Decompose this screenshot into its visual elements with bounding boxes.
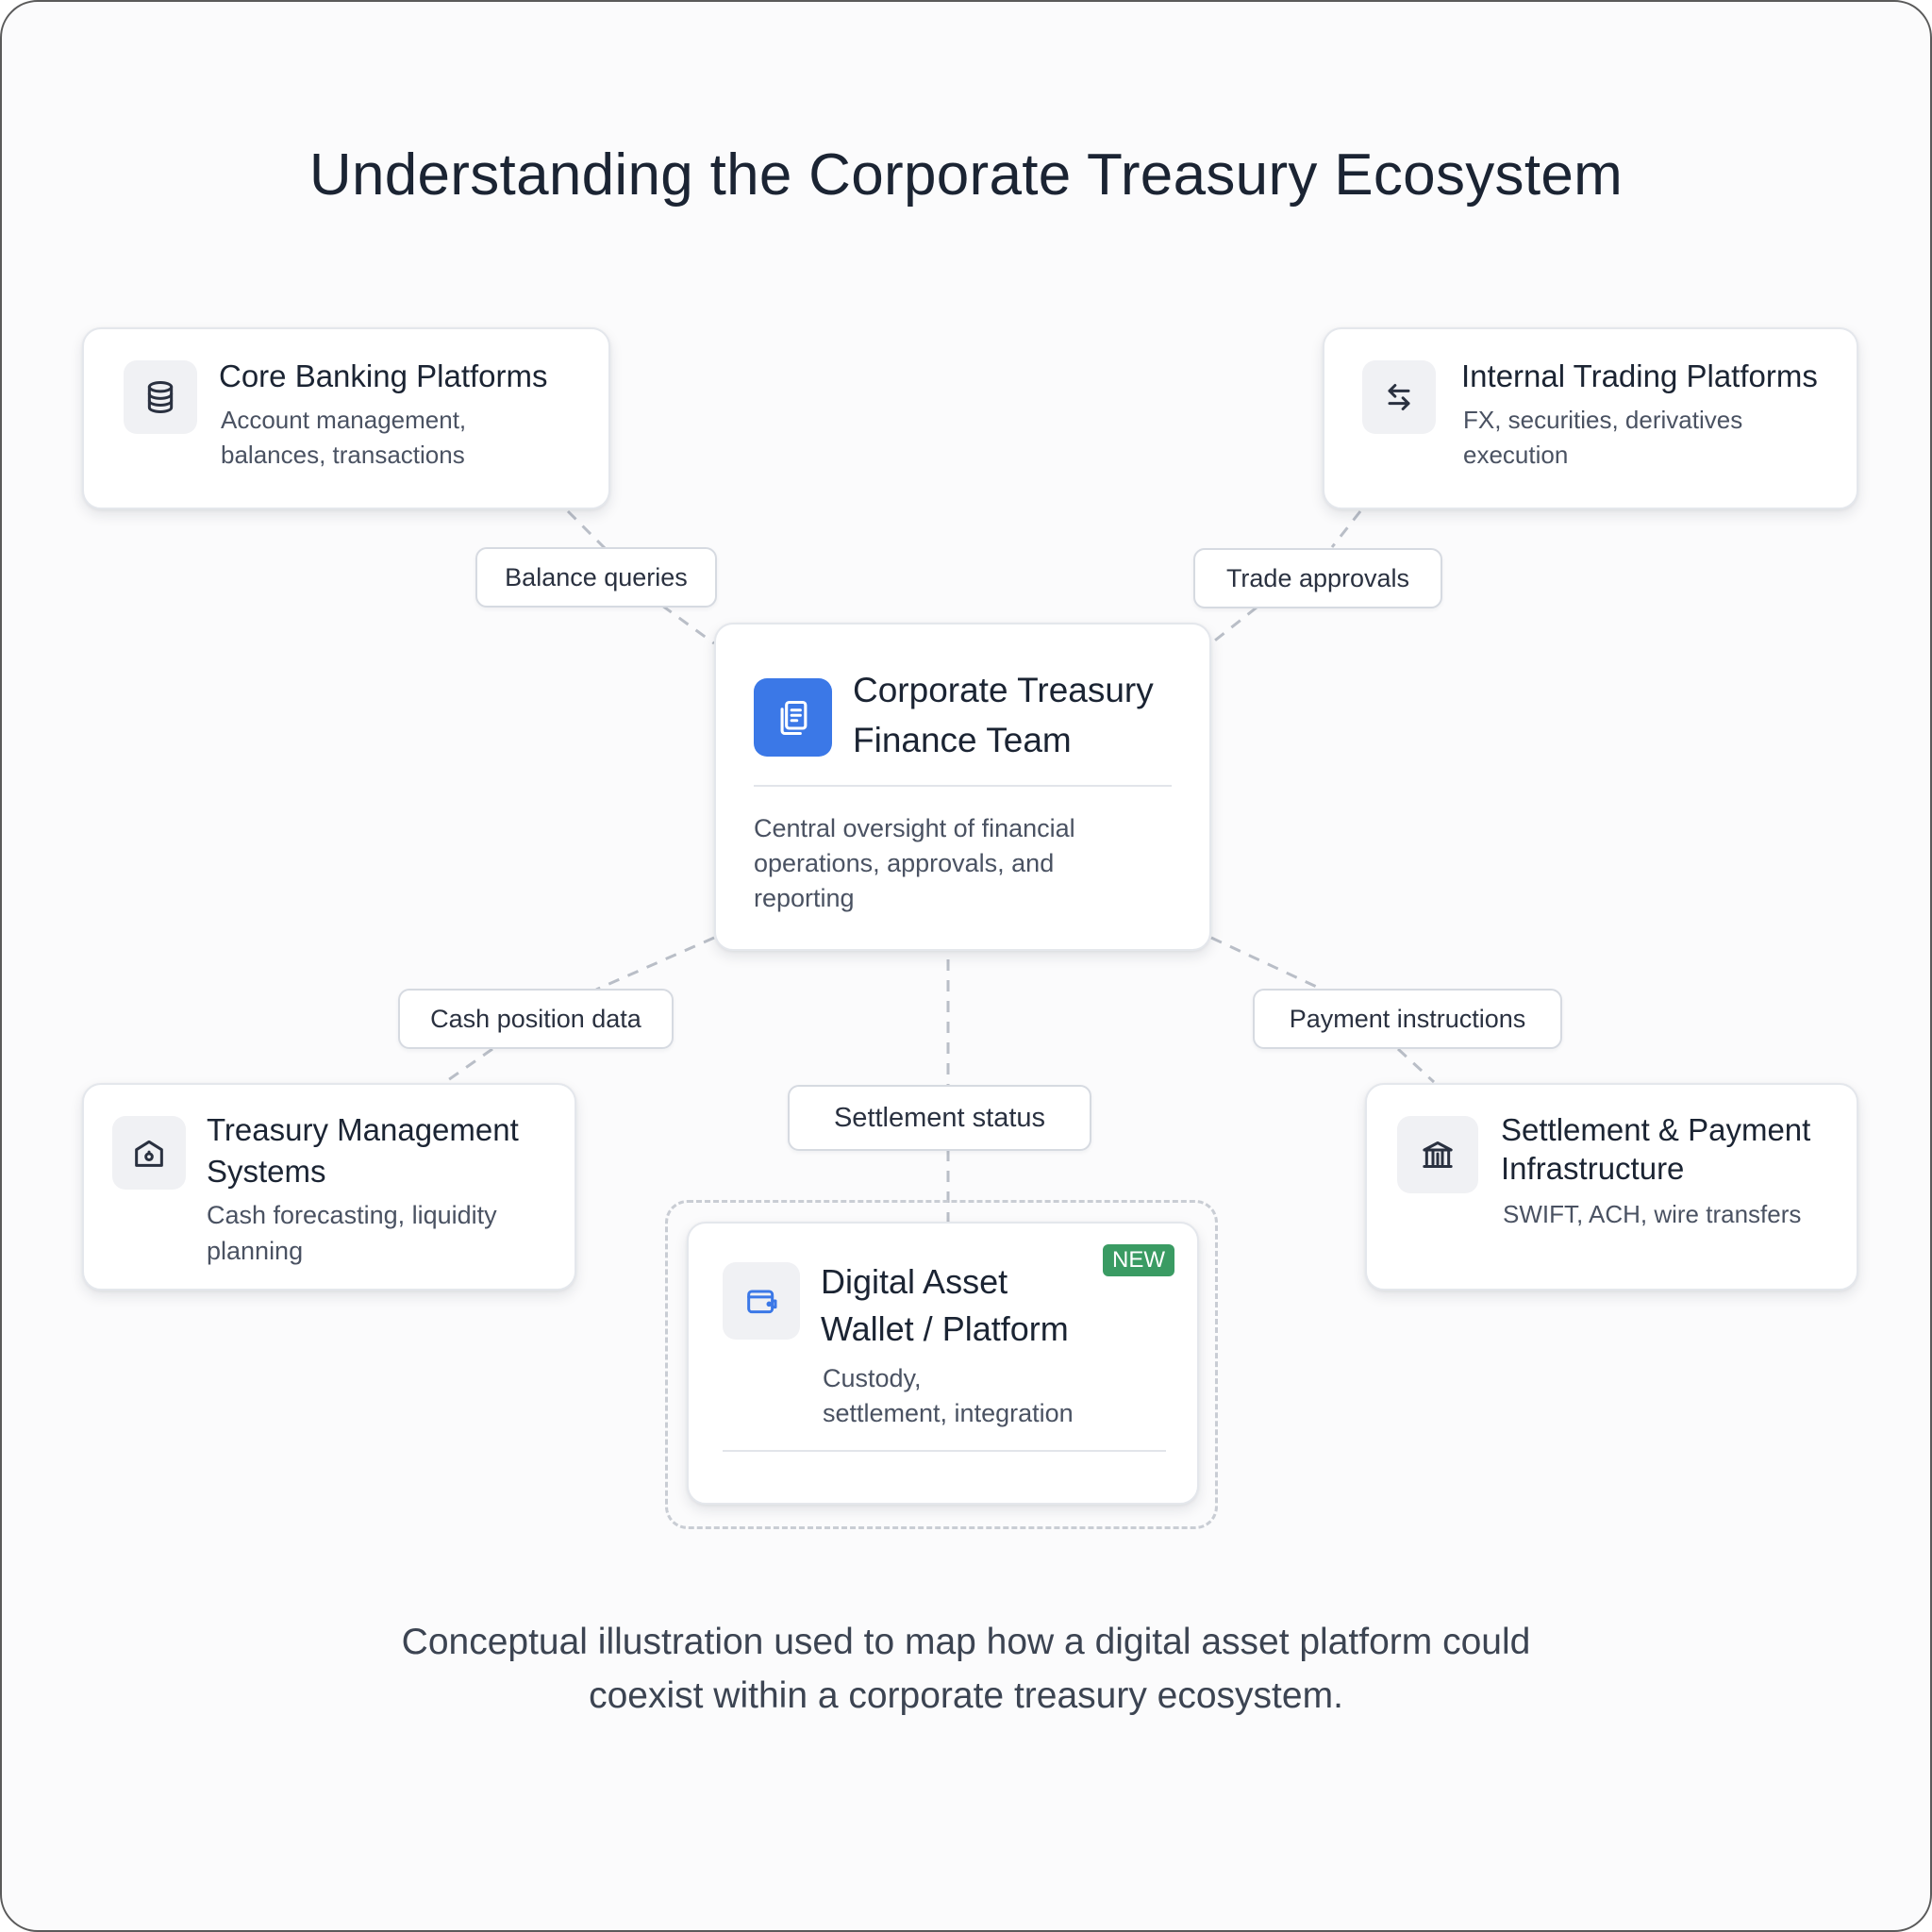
connector-core-banking-center [661,604,715,645]
internal-trading-desc-line1: FX, securities, derivatives [1463,406,1743,434]
digital-asset-highlight [665,1200,1218,1529]
core-banking-title: Core Banking Platforms [219,358,548,393]
tms-title-line2: Systems [207,1154,326,1189]
corporate-treasury-card[interactable]: Corporate Treasury Finance Team Central … [714,623,1211,951]
tms-desc-line1: Cash forecasting, liquidity [207,1201,497,1229]
center-desc-line3: reporting [754,884,855,912]
settlement-title-line2: Infrastructure [1501,1151,1685,1186]
internal-trading-desc-line2: execution [1463,441,1569,469]
digital-asset-title-line1: Digital Asset [821,1262,1008,1301]
center-title-line1: Corporate Treasury [853,671,1154,709]
payment-instructions-label: Payment instructions [1253,989,1562,1049]
core-banking-card[interactable]: Core Banking Platforms Account managemen… [82,327,610,509]
connector-cash-position-center [595,936,715,991]
connector-cash-position-tms [444,1047,493,1084]
bank-icon [1397,1116,1478,1193]
trade-approvals-label: Trade approvals [1193,548,1442,608]
digital-asset-desc-line2: settlement, integration [823,1399,1074,1427]
digital-asset-desc-line1: Custody, [823,1364,922,1392]
internal-trading-card[interactable]: Internal Trading Platforms FX, securitie… [1323,327,1858,509]
tms-title-line1: Treasury Management [207,1112,519,1147]
caption: Conceptual illustration used to map how … [2,1615,1930,1723]
safe-icon [112,1116,186,1190]
balance-queries-label: Balance queries [475,547,717,608]
treasury-management-card[interactable]: Treasury Management Systems Cash forecas… [82,1083,576,1291]
cash-position-label: Cash position data [398,989,674,1049]
digital-asset-divider [723,1450,1166,1452]
settlement-title-line1: Settlement & Payment [1501,1112,1811,1147]
connector-trading-center [1210,606,1257,645]
caption-line1: Conceptual illustration used to map how … [401,1622,1531,1662]
connector-payment-center [1210,936,1324,991]
document-icon [754,678,832,757]
center-desc-line2: operations, approvals, and [754,849,1055,877]
connector-payment-settlement [1396,1047,1436,1084]
swap-arrows-icon [1362,360,1436,434]
settlement-desc-line1: SWIFT, ACH, wire transfers [1503,1200,1802,1228]
settlement-status-label: Settlement status [788,1085,1091,1151]
core-banking-desc-line2: balances, transactions [221,441,465,469]
connector-trading [1330,510,1362,548]
wallet-icon [723,1262,800,1340]
connector-core-banking [566,509,608,551]
new-badge: NEW [1103,1244,1174,1276]
digital-asset-title-line2: Wallet / Platform [821,1309,1069,1348]
page-title: Understanding the Corporate Treasury Eco… [308,142,1624,208]
core-banking-desc-line1: Account management, [221,406,467,434]
settlement-infrastructure-card[interactable]: Settlement & Payment Infrastructure SWIF… [1365,1083,1858,1291]
center-divider [754,785,1172,787]
center-desc-line1: Central oversight of financial [754,814,1075,842]
internal-trading-title: Internal Trading Platforms [1461,358,1818,393]
tms-desc-line2: planning [207,1237,304,1265]
center-title-line2: Finance Team [853,721,1072,759]
database-icon [124,360,197,434]
caption-line2: coexist within a corporate treasury ecos… [589,1675,1343,1716]
digital-asset-card[interactable]: NEW Digital Asset Wallet / Platform Cust… [687,1222,1199,1505]
